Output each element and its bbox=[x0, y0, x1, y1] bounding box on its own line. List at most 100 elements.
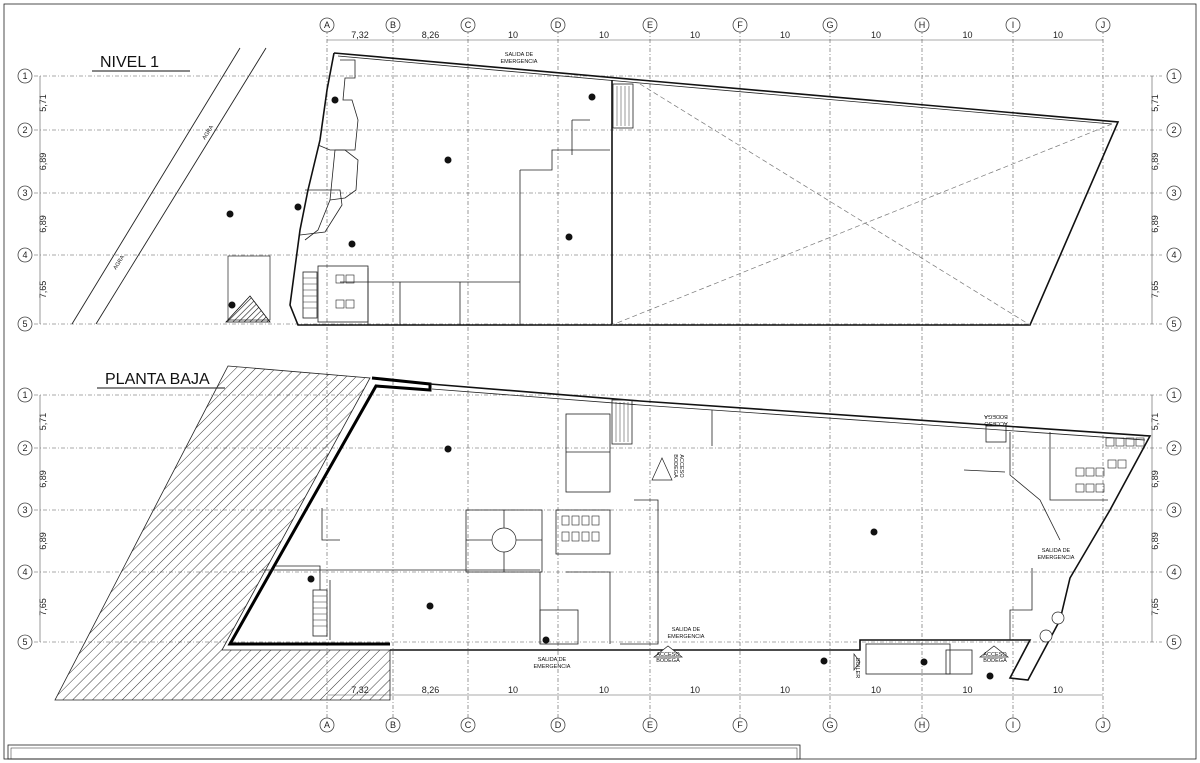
svg-text:G: G bbox=[826, 720, 833, 730]
upper-entrance-hatch bbox=[225, 295, 271, 323]
svg-text:G: G bbox=[826, 20, 833, 30]
grid-bubble-row: 4 bbox=[17, 564, 33, 580]
svg-text:B: B bbox=[390, 20, 396, 30]
dimension-label: 10 bbox=[508, 30, 518, 40]
grid-bubble-column: A bbox=[319, 717, 335, 733]
lower-outer-wall bbox=[227, 376, 432, 646]
dimension-label: 10 bbox=[1053, 685, 1063, 695]
access-label: BODEGA bbox=[656, 658, 680, 664]
access-label: ACCESO bbox=[983, 652, 1007, 658]
grid-bubble-row: 5 bbox=[1166, 634, 1182, 650]
lower-loading-box bbox=[945, 649, 973, 675]
void-diagonal bbox=[611, 123, 1113, 326]
svg-text:H: H bbox=[919, 20, 926, 30]
lower-stair-top bbox=[611, 399, 633, 445]
access-arrow bbox=[652, 645, 684, 658]
grid-bubble-row: 1 bbox=[1166, 387, 1182, 403]
grid-bubble-row: 3 bbox=[17, 502, 33, 518]
lower-fixtures-right bbox=[1075, 437, 1145, 493]
grid-bubble-column: J bbox=[1095, 17, 1111, 33]
dimension-label: 10 bbox=[599, 685, 609, 695]
level-markers bbox=[226, 93, 596, 309]
dimension-label: 6,89 bbox=[38, 470, 48, 488]
upper-outline-inner bbox=[337, 55, 1113, 125]
lower-plan-title: PLANTA BAJA bbox=[105, 371, 210, 388]
svg-text:3: 3 bbox=[1171, 188, 1176, 198]
upper-fixtures bbox=[335, 274, 355, 309]
svg-text:2: 2 bbox=[1171, 125, 1176, 135]
grid-bubble-row: 3 bbox=[1166, 185, 1182, 201]
upper-restrooms bbox=[317, 265, 369, 323]
grid-bubble-row: 2 bbox=[17, 122, 33, 138]
dimension-label: 6,89 bbox=[1150, 153, 1160, 171]
lower-exit-label: SALIDA DE bbox=[1042, 548, 1071, 554]
access-label: BODEGA bbox=[983, 658, 1007, 664]
upper-plan-title: NIVEL 1 bbox=[100, 54, 159, 71]
dimension-label: 10 bbox=[780, 685, 790, 695]
lower-exit-label: EMERGENCIA bbox=[1038, 555, 1075, 561]
level-markers bbox=[307, 445, 994, 680]
upper-exit-label: EMERGENCIA bbox=[501, 59, 538, 65]
boiler-tank bbox=[1051, 611, 1065, 625]
svg-text:5: 5 bbox=[1171, 319, 1176, 329]
grid-bubble-column: E bbox=[642, 17, 658, 33]
dimension-label: 5,71 bbox=[1150, 94, 1160, 112]
upper-outline bbox=[289, 52, 1120, 326]
grid-bubble-row: 2 bbox=[1166, 440, 1182, 456]
dimension-label: 10 bbox=[962, 685, 972, 695]
grid-bubble-row: 3 bbox=[17, 185, 33, 201]
lower-partition bbox=[566, 571, 611, 644]
upper-partition bbox=[520, 149, 610, 171]
title-block-inner bbox=[10, 747, 798, 760]
grid-bubble-row: 1 bbox=[17, 387, 33, 403]
svg-text:5: 5 bbox=[22, 319, 27, 329]
dimension-label: 10 bbox=[962, 30, 972, 40]
grid-bubble-row: 5 bbox=[17, 316, 33, 332]
lower-outline-inner bbox=[431, 388, 1146, 441]
svg-text:1: 1 bbox=[22, 390, 27, 400]
dimension-label: 6,89 bbox=[1150, 215, 1160, 233]
lower-partition bbox=[963, 469, 1006, 473]
svg-text:5: 5 bbox=[1171, 637, 1176, 647]
boiler-tank bbox=[1039, 629, 1053, 643]
grid-bubble-column: I bbox=[1005, 717, 1021, 733]
lower-loading-dock bbox=[865, 643, 951, 675]
svg-text:J: J bbox=[1101, 20, 1106, 30]
svg-text:A: A bbox=[324, 720, 330, 730]
svg-text:F: F bbox=[737, 720, 743, 730]
grid-bubble-column: D bbox=[550, 17, 566, 33]
grid-bubble-column: B bbox=[385, 717, 401, 733]
svg-text:4: 4 bbox=[1171, 567, 1176, 577]
svg-text:3: 3 bbox=[1171, 505, 1176, 515]
upper-stair bbox=[612, 83, 634, 129]
lower-plan: PLANTA BAJA bbox=[54, 365, 1152, 701]
svg-text:F: F bbox=[737, 20, 743, 30]
lower-partition bbox=[620, 499, 659, 645]
grid-bubble-column: E bbox=[642, 717, 658, 733]
grid-bubble-column: H bbox=[914, 17, 930, 33]
lower-exit-label: EMERGENCIA bbox=[534, 664, 571, 670]
svg-text:B: B bbox=[390, 720, 396, 730]
grid-bubble-column: C bbox=[460, 17, 476, 33]
street-edge bbox=[71, 47, 241, 325]
grid-bubble-column: B bbox=[385, 17, 401, 33]
dimension-label: 10 bbox=[780, 30, 790, 40]
svg-text:4: 4 bbox=[1171, 250, 1176, 260]
upper-left-rooms bbox=[299, 189, 343, 236]
access-arrow bbox=[853, 652, 861, 672]
access-label: ACCESO bbox=[984, 420, 1008, 426]
grid-bubble-row: 5 bbox=[1166, 316, 1182, 332]
grid-bubble-row: 1 bbox=[17, 68, 33, 84]
dimension-label: 5,71 bbox=[1150, 413, 1160, 431]
svg-text:E: E bbox=[647, 20, 653, 30]
svg-text:2: 2 bbox=[22, 443, 27, 453]
grid-bubble-column: G bbox=[822, 17, 838, 33]
svg-text:J: J bbox=[1101, 720, 1106, 730]
stair-steps bbox=[616, 86, 630, 126]
dimension-label: 10 bbox=[599, 30, 609, 40]
grid-bubble-column: F bbox=[732, 17, 748, 33]
dimension-label: 5,71 bbox=[38, 413, 48, 431]
lower-partition bbox=[1009, 568, 1033, 640]
lower-partition bbox=[1049, 432, 1108, 501]
